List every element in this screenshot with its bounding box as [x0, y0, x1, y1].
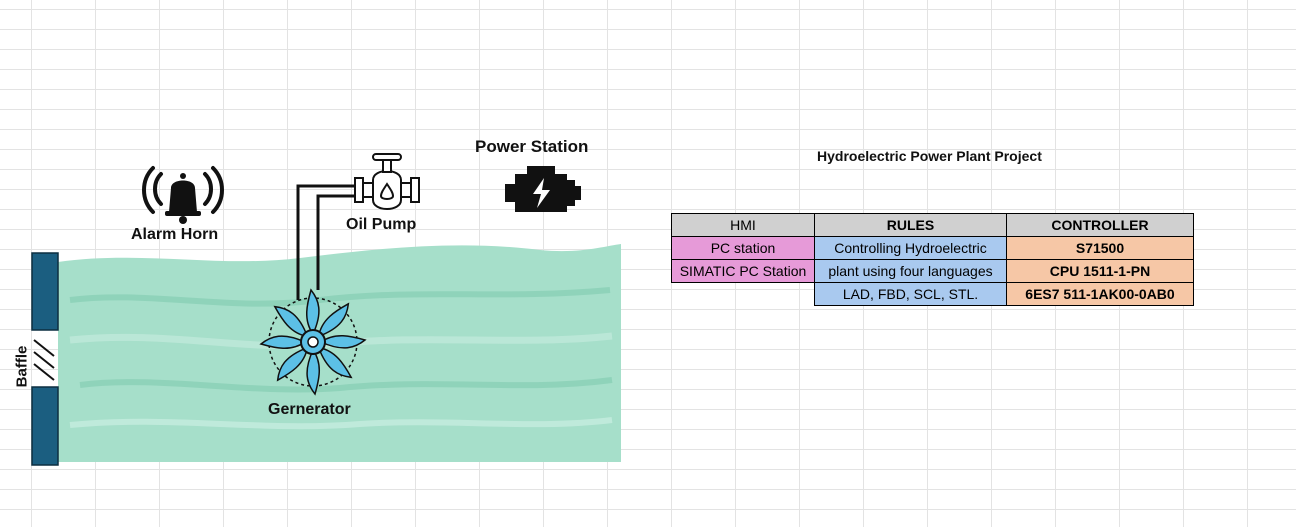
controller-cell[interactable]: S71500: [1006, 236, 1194, 260]
hmi-cell[interactable]: PC station: [671, 236, 815, 260]
table-row: PC station Controlling Hydroelectric S71…: [671, 236, 1194, 260]
water-wave: [69, 417, 613, 430]
empty-cell[interactable]: [672, 283, 815, 306]
alarm-horn-icon: [142, 166, 224, 224]
baffle-label: Baffle: [13, 345, 31, 388]
baffle-upper: [31, 252, 59, 331]
table-header-row: HMI RULES CONTROLLER: [671, 213, 1194, 237]
generator-label: Gernerator: [268, 401, 351, 418]
water-body: [58, 244, 621, 462]
header-hmi[interactable]: HMI: [671, 213, 815, 237]
oil-pipe: [296, 184, 357, 300]
generator-turbine-icon: [259, 288, 367, 396]
rules-cell[interactable]: plant using four languages: [814, 259, 1007, 283]
header-rules[interactable]: RULES: [814, 213, 1007, 237]
power-station-label: Power Station: [475, 137, 589, 156]
project-title: Hydroelectric Power Plant Project: [817, 148, 1042, 164]
plant-diagram: [31, 153, 621, 466]
rules-cell[interactable]: Controlling Hydroelectric: [814, 236, 1007, 260]
oil-pump-label: Oil Pump: [346, 216, 417, 233]
water-wave: [79, 377, 613, 393]
power-station-engine-icon: [505, 166, 581, 212]
alarm-horn-label: Alarm Horn: [131, 226, 219, 243]
project-table: HMI RULES CONTROLLER PC station Controll…: [671, 213, 1194, 306]
baffle-lower: [31, 386, 59, 466]
rules-cell[interactable]: LAD, FBD, SCL, STL.: [814, 282, 1007, 306]
table-row: SIMATIC PC Station plant using four lang…: [671, 259, 1194, 283]
controller-cell[interactable]: CPU 1511-1-PN: [1006, 259, 1194, 283]
header-controller[interactable]: CONTROLLER: [1006, 213, 1194, 237]
baffle-hatch: [33, 339, 55, 381]
hmi-cell[interactable]: SIMATIC PC Station: [671, 259, 815, 283]
controller-cell[interactable]: 6ES7 511-1AK00-0AB0: [1006, 282, 1194, 306]
water-wave: [69, 287, 611, 307]
oil-pump-valve-icon: [354, 153, 420, 210]
table-row: LAD, FBD, SCL, STL. 6ES7 511-1AK00-0AB0: [672, 282, 1194, 306]
